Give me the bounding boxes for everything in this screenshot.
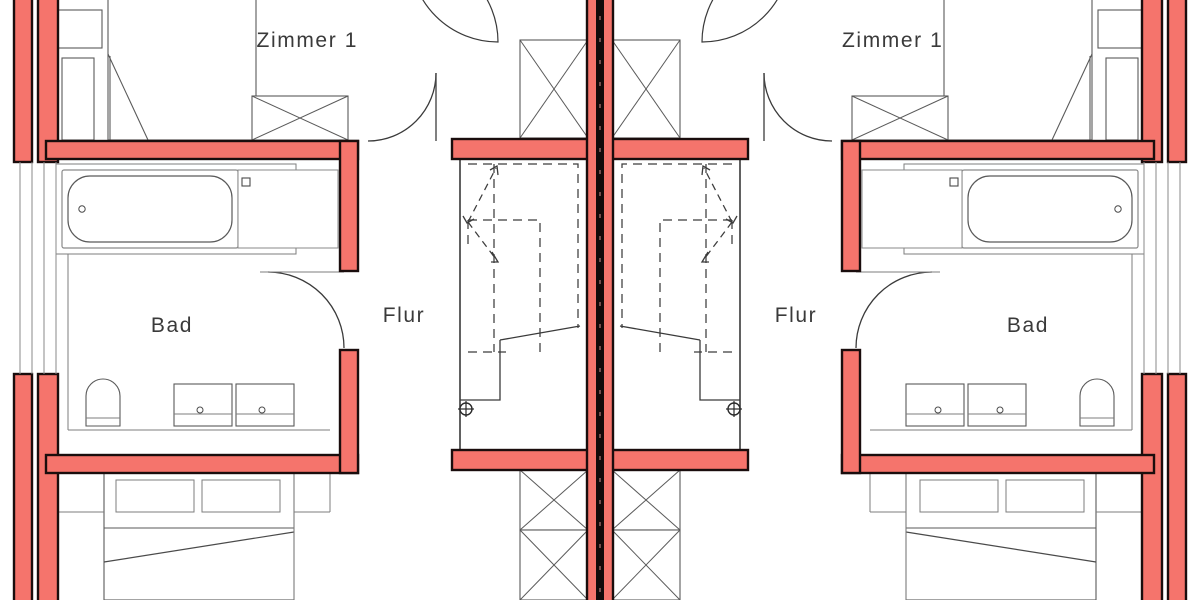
wall-bad-bottom	[44, 453, 360, 475]
bathtub-drain-icon	[78, 205, 86, 213]
door-swing-arc[interactable]	[267, 271, 345, 349]
doors-left[interactable]	[260, 72, 437, 349]
sink-icon	[905, 383, 965, 427]
nightstand-icon	[61, 57, 95, 141]
closet-upper-right	[611, 39, 681, 139]
unit-right	[701, 0, 1154, 600]
bathtub-icon	[67, 175, 233, 243]
nightstand-icon	[1097, 9, 1143, 49]
partitions-left	[44, 139, 360, 475]
toilet-icon	[1079, 378, 1115, 427]
label-zimmer-left: Zimmer 1	[257, 29, 358, 52]
bed-fold-line	[1051, 53, 1093, 141]
walls	[12, 0, 1188, 600]
window-left	[19, 162, 57, 374]
wall-flur-lower	[840, 348, 862, 475]
partitions-right	[840, 139, 1156, 475]
bedroom-furniture-right-top	[943, 0, 1143, 141]
stair-direction-arrow-left	[467, 167, 499, 263]
stair-shaft-outline	[459, 157, 741, 451]
exterior-wall-right	[1140, 0, 1188, 600]
wall-flur-lower	[338, 348, 360, 475]
nightstand-icon	[57, 9, 103, 49]
door-swing-arc[interactable]	[367, 72, 437, 142]
door-swing-arc-upper[interactable]	[410, 0, 499, 43]
sink-drain-icon	[258, 406, 266, 414]
sink-drain-icon	[934, 406, 942, 414]
bed-icon	[107, 0, 257, 141]
floor-drain-icon	[241, 177, 251, 187]
party-wall	[585, 0, 615, 600]
toilet-icon	[85, 378, 121, 427]
label-bad-right: Bad	[1007, 314, 1049, 337]
wardrobe-left-top	[251, 95, 349, 141]
stair-arrow-heads-left	[462, 164, 500, 263]
bathtub-icon	[967, 175, 1133, 243]
shower-cabinet-icon	[861, 169, 963, 249]
pillow-icon	[115, 479, 195, 513]
stair-arrow-heads-right	[700, 164, 738, 263]
stair-core	[458, 39, 742, 600]
closet-upper-left	[519, 39, 589, 139]
bed-fold-line	[905, 531, 1097, 563]
doors-right[interactable]	[763, 72, 940, 349]
closet-lower-right-a	[611, 469, 681, 531]
pillow-icon	[201, 479, 281, 513]
bedroom-furniture-left-top	[57, 0, 257, 141]
floor-drain-icon	[949, 177, 959, 187]
sink-icon	[967, 383, 1027, 427]
sink-icon	[235, 383, 295, 427]
closet-lower-right-b	[611, 529, 681, 600]
bathroom-fixtures-right	[861, 163, 1145, 431]
bedroom-furniture-left-bottom	[56, 472, 331, 600]
label-bad-left: Bad	[151, 314, 193, 337]
wall-bad-top	[44, 139, 360, 161]
sink-icon	[173, 383, 233, 427]
sink-drain-icon	[196, 406, 204, 414]
wall-flur-upper	[338, 139, 360, 273]
wardrobe-right-top	[851, 95, 949, 141]
label-zimmer-right: Zimmer 1	[842, 29, 943, 52]
stair-core-walls	[450, 137, 750, 472]
bathroom-fixtures-left	[55, 163, 339, 431]
stair-cut-line-right	[619, 325, 740, 401]
wall-bad-top	[840, 139, 1156, 161]
stair-direction-arrow-right	[701, 167, 733, 263]
door-swing-arc[interactable]	[763, 72, 833, 142]
bed-fold-line	[107, 53, 149, 141]
window-right	[1143, 162, 1181, 374]
door-swing-arc-upper[interactable]	[701, 0, 790, 43]
shower-cabinet-icon	[237, 169, 339, 249]
stair-right-group	[619, 163, 742, 417]
label-flur-right: Flur	[775, 304, 818, 327]
pillow-icon	[919, 479, 999, 513]
stair-cut-line-left	[460, 325, 581, 401]
bed-fold-line	[103, 531, 295, 563]
unit-left	[46, 0, 499, 600]
bed-icon	[943, 0, 1093, 141]
exterior-wall-left	[12, 0, 60, 600]
bathtub-drain-icon	[1114, 205, 1122, 213]
label-flur-left: Flur	[383, 304, 426, 327]
closet-lower-left-a	[519, 469, 589, 531]
door-swing-arc[interactable]	[855, 271, 933, 349]
bedroom-furniture-right-bottom	[869, 472, 1144, 600]
room-labels: Zimmer 1 Zimmer 1 Flur Flur Bad Bad	[151, 29, 1049, 337]
wall-bad-bottom	[840, 453, 1156, 475]
nightstand-icon	[1105, 57, 1139, 141]
pillow-icon	[1005, 479, 1085, 513]
stair-dashed-run-left	[467, 163, 579, 356]
sink-drain-icon	[996, 406, 1004, 414]
wall-flur-upper	[840, 139, 862, 273]
closet-lower-left-b	[519, 529, 589, 600]
